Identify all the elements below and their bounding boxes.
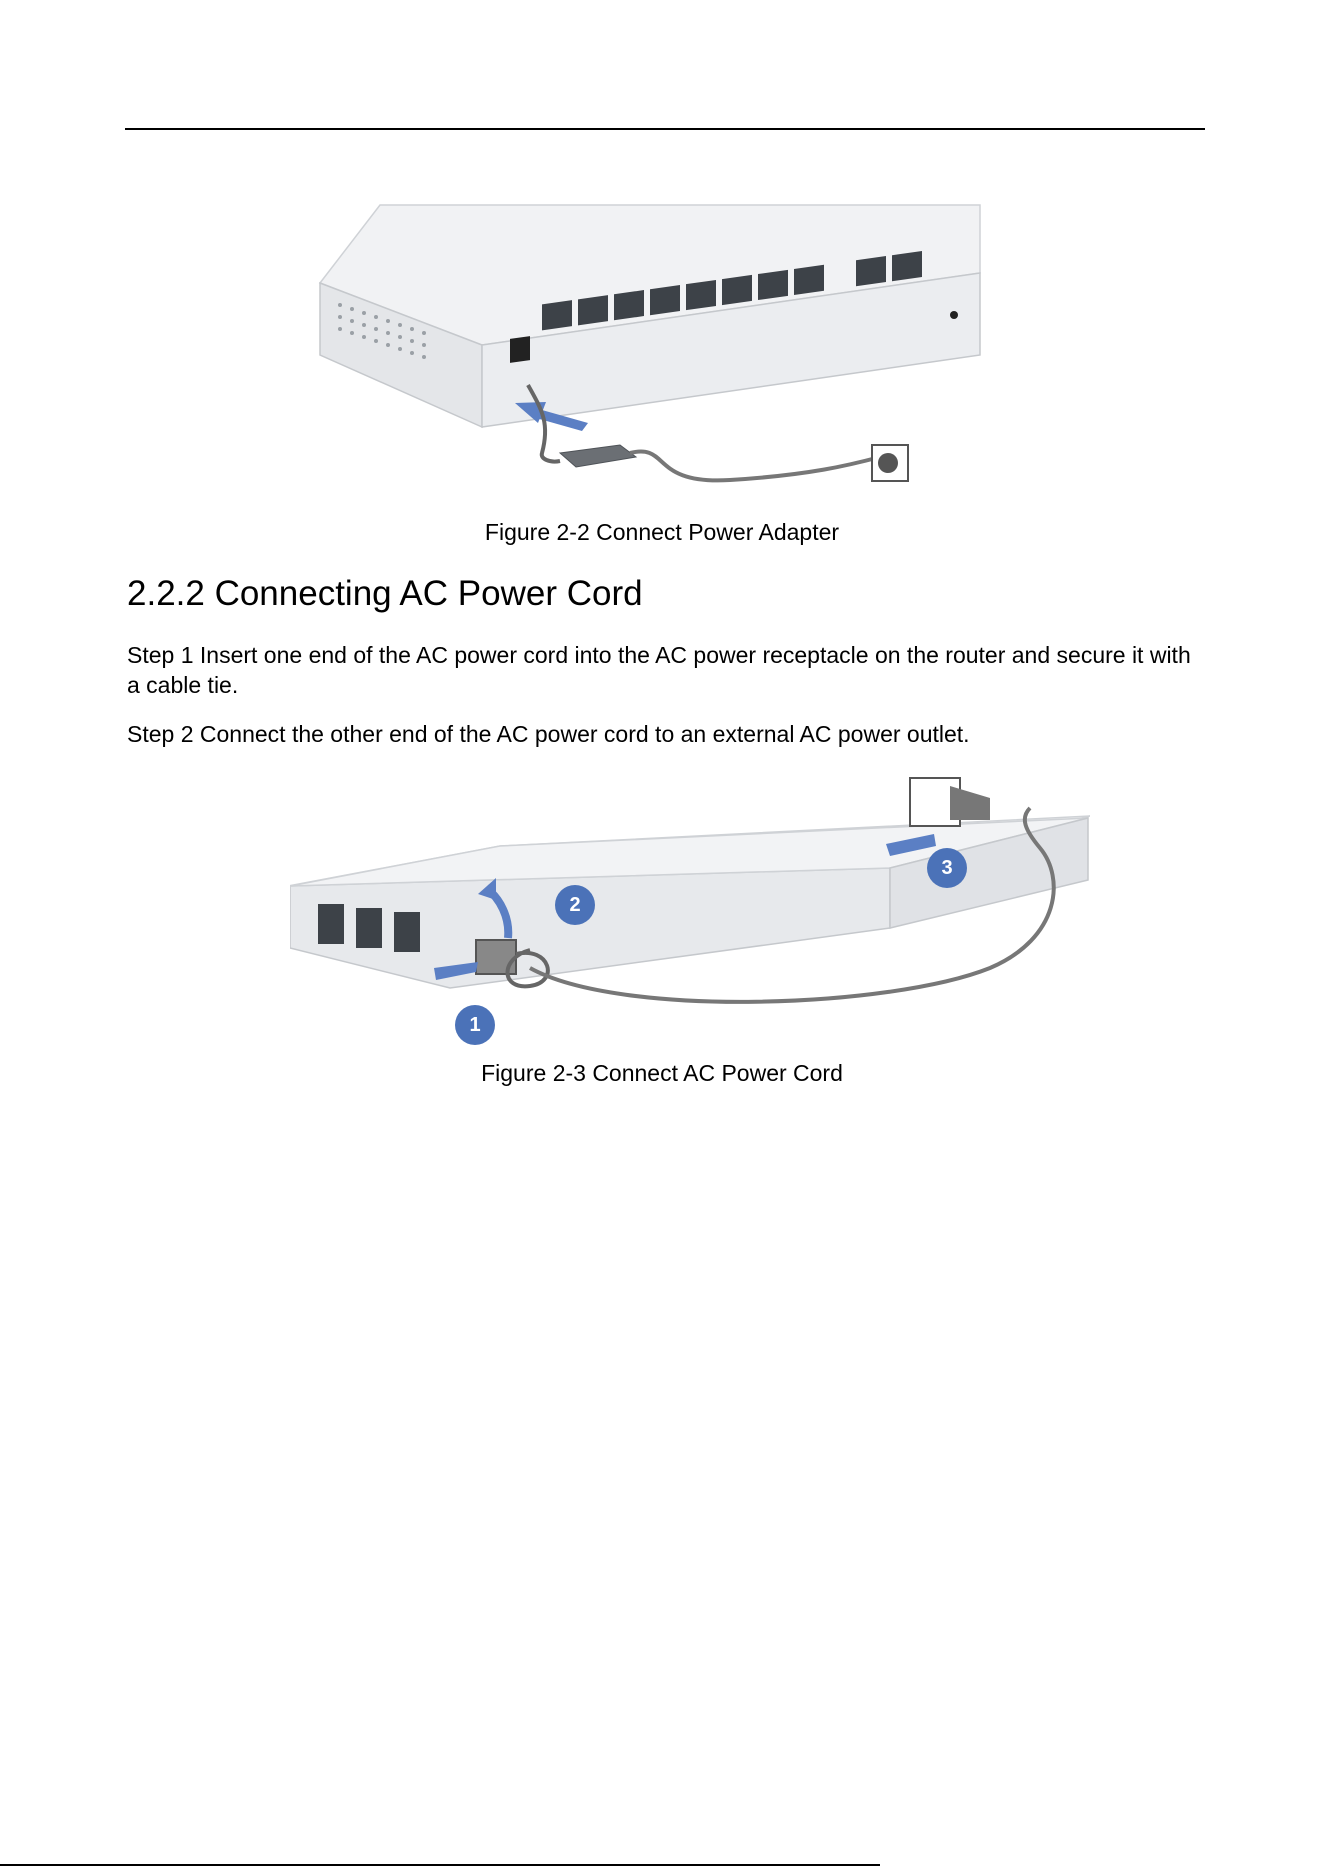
callout-3-badge: 3 bbox=[927, 848, 967, 888]
header-rule bbox=[125, 128, 1205, 130]
callout-2-badge: 2 bbox=[555, 885, 595, 925]
section-heading: 2.2.2 Connecting AC Power Cord bbox=[127, 574, 643, 613]
figure-2-2-caption: Figure 2-2 Connect Power Adapter bbox=[484, 519, 840, 545]
callout-1-badge: 1 bbox=[455, 1005, 495, 1045]
figure-device-ac-power-cord bbox=[290, 777, 1090, 1004]
step-1-text: Step 1 Insert one end of the AC power co… bbox=[127, 642, 1191, 698]
step-2-text: Step 2 Connect the other end of the AC p… bbox=[127, 721, 970, 747]
figure-2-3-caption: Figure 2-3 Connect AC Power Cord bbox=[481, 1060, 843, 1086]
footer-rule bbox=[0, 1864, 880, 1866]
figure-router-power-adapter bbox=[318, 204, 981, 483]
